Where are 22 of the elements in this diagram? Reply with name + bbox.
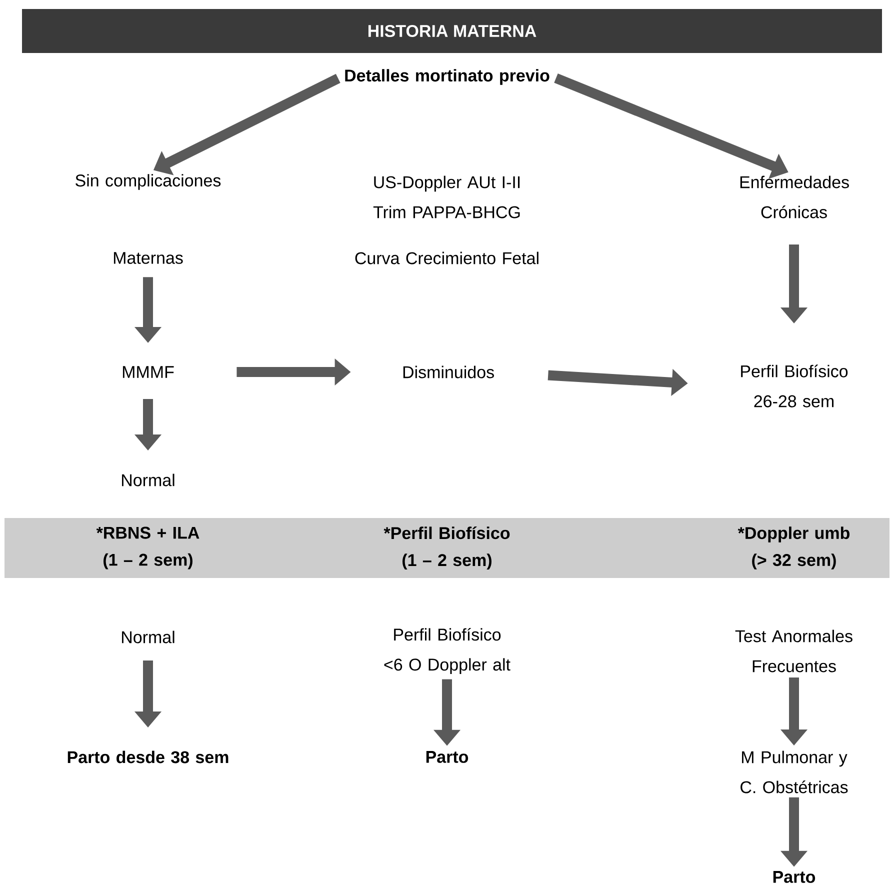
bold-label: Parto desde 38 sem [68, 750, 228, 764]
band-heading: *Perfil Biofísico (1 – 2 sem) [384, 526, 510, 570]
step-label: Sin complicaciones [76, 174, 221, 190]
step-label: MMMF [122, 366, 174, 378]
step-label: Maternas [114, 252, 183, 264]
step-label: Normal [122, 630, 174, 644]
step-label: Curva Crecimiento Fetal [355, 252, 538, 264]
bold-label: Parto [773, 871, 816, 883]
highlight-band [4, 518, 890, 578]
step-label: Test Anormales Frecuentes [735, 630, 852, 672]
band-heading: *RBNS + ILA (1 – 2 sem) [96, 526, 200, 570]
bold-label: Parto [426, 751, 468, 763]
step-label: Enfermedades Crónicas [740, 176, 849, 218]
band-heading: *Doppler umb (> 32 sem) [738, 526, 850, 570]
step-label: Normal [122, 474, 174, 486]
step-label: US-Doppler AUt I-II Trim PAPPA-BHCG [373, 176, 520, 218]
bold-label: Detalles mortinato previo [345, 69, 550, 85]
step-label: Perfil Biofísico <6 O Doppler alt [384, 628, 510, 674]
step-label: M Pulmonar y C. Obstétricas [740, 750, 848, 794]
header-band: HISTORIA MATERNA [22, 9, 882, 53]
step-label: Disminuidos [403, 366, 494, 378]
step-label: Perfil Biofísico 26-28 sem [741, 364, 848, 408]
